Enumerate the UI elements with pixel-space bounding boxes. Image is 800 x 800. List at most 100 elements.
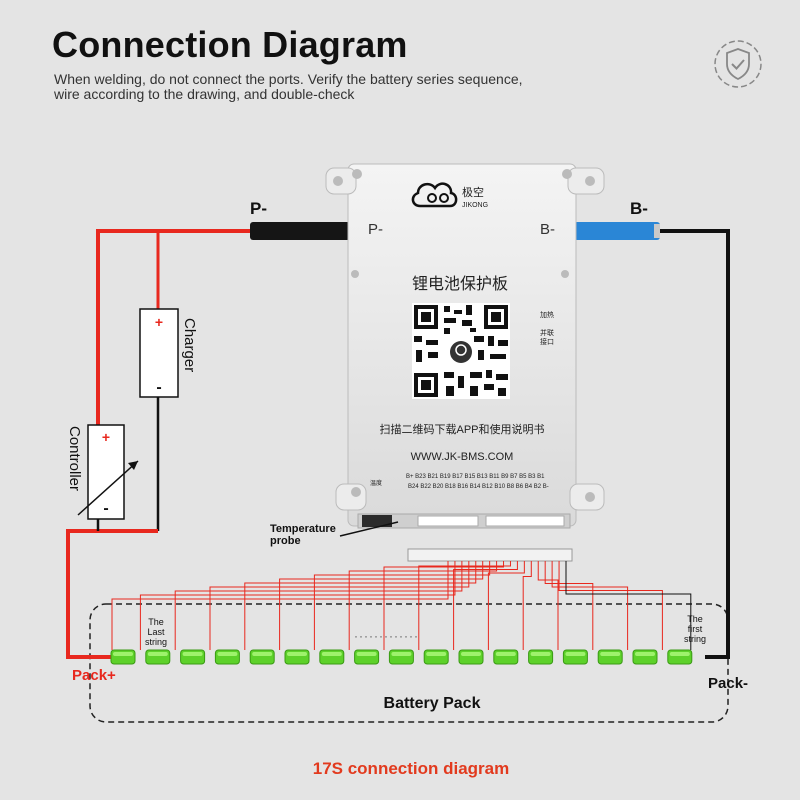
parallel-label-1: 并联 bbox=[540, 328, 554, 337]
balance-wire bbox=[558, 561, 663, 650]
battery-cell bbox=[423, 649, 449, 665]
mount-hole bbox=[333, 176, 343, 186]
subtitle-line-1: When welding, do not connect the ports. … bbox=[54, 71, 523, 87]
battery-cell bbox=[284, 649, 310, 665]
battery-cell bbox=[145, 649, 171, 665]
battery-cell bbox=[214, 649, 240, 665]
p-minus-cable bbox=[250, 222, 350, 240]
footer-caption: 17S connection diagram bbox=[313, 759, 510, 778]
mount-hole bbox=[351, 487, 361, 497]
mount-hole bbox=[351, 270, 359, 278]
page-title: Connection Diagram bbox=[52, 24, 408, 65]
qr-code-icon bbox=[412, 303, 510, 399]
mount-hole bbox=[561, 270, 569, 278]
shield-check-icon bbox=[714, 40, 762, 88]
balance-wires bbox=[111, 561, 692, 650]
balance-wire bbox=[487, 561, 525, 650]
cloud-logo-icon bbox=[411, 182, 458, 208]
balance-wire bbox=[139, 561, 456, 650]
balance-wire bbox=[383, 561, 505, 650]
temp-probe-connector bbox=[362, 515, 392, 527]
mount-hole bbox=[562, 169, 572, 179]
balance-wire bbox=[537, 561, 559, 650]
parallel-label-2: 接口 bbox=[540, 337, 554, 346]
b-minus-black-wire bbox=[660, 229, 730, 659]
board-b-label: B- bbox=[540, 221, 555, 238]
last-string-label-2: Last bbox=[147, 627, 165, 637]
mount-hole bbox=[352, 169, 362, 179]
controller-label: Controller bbox=[66, 426, 83, 491]
b-minus-cable-tip bbox=[654, 224, 660, 238]
balance-connector bbox=[485, 515, 565, 527]
balance-wire bbox=[551, 561, 629, 650]
balance-wire bbox=[244, 561, 477, 650]
battery-cell bbox=[180, 649, 206, 665]
pack-plus-wire bbox=[66, 529, 158, 659]
battery-cell bbox=[667, 649, 693, 665]
battery-cell bbox=[354, 649, 380, 665]
balance-wire bbox=[418, 561, 511, 650]
battery-cell bbox=[493, 649, 519, 665]
pins-bottom: B24 B22 B20 B18 B16 B14 B12 B10 B8 B6 B4… bbox=[408, 484, 549, 490]
board-p-label: P- bbox=[368, 221, 383, 238]
page-subtitle: When welding, do not connect the ports. … bbox=[54, 72, 654, 102]
first-string-label-1: The bbox=[687, 614, 703, 624]
subtitle-line-2: wire according to the drawing, and doubl… bbox=[54, 86, 355, 102]
balance-harness-connector bbox=[407, 548, 573, 562]
battery-pack-label: Battery Pack bbox=[384, 695, 481, 712]
balance-wire bbox=[209, 561, 470, 650]
balance-wire bbox=[453, 561, 518, 650]
last-string-label-3: string bbox=[145, 637, 167, 647]
board-mount-tab-bottom-left bbox=[335, 483, 367, 511]
pack-plus-label: Pack+ bbox=[72, 667, 116, 684]
resistor-arrow-head bbox=[128, 461, 138, 470]
first-string-label-3: string bbox=[684, 634, 706, 644]
temp-probe-label-1: Temperature bbox=[270, 523, 336, 535]
battery-cell bbox=[249, 649, 275, 665]
balance-wire bbox=[313, 561, 491, 650]
temp-label-cn: 温度 bbox=[370, 479, 382, 487]
first-string-label-2: first bbox=[688, 624, 703, 634]
battery-cell bbox=[458, 649, 484, 665]
balance-connector bbox=[417, 515, 479, 527]
temp-probe-label-2: probe bbox=[270, 535, 301, 547]
pins-top: B+ B23 B21 B19 B17 B15 B13 B11 B9 B7 B5 … bbox=[406, 474, 545, 480]
temp-probe-wire bbox=[339, 521, 399, 537]
battery-cell bbox=[319, 649, 345, 665]
battery-cells bbox=[110, 649, 693, 665]
battery-cell bbox=[632, 649, 658, 665]
last-string-label-1: The bbox=[148, 617, 164, 627]
controller-plus: + bbox=[102, 429, 110, 445]
battery-pack-outline bbox=[89, 603, 729, 723]
brand-cn: 极空 bbox=[462, 185, 484, 199]
charger-box bbox=[139, 308, 179, 398]
b-minus-cable bbox=[574, 222, 660, 240]
battery-cell bbox=[388, 649, 414, 665]
balance-wire bbox=[174, 561, 463, 650]
board-title-cn: 锂电池保护板 bbox=[412, 275, 508, 293]
brand-en: JIKONG bbox=[462, 202, 488, 209]
p-minus-red-wire bbox=[96, 229, 250, 431]
charger-plus: + bbox=[155, 314, 163, 330]
battery-cell bbox=[562, 649, 588, 665]
mount-hole bbox=[585, 176, 595, 186]
battery-cell bbox=[528, 649, 554, 665]
controller-box bbox=[87, 424, 125, 520]
heat-label: 加热 bbox=[540, 310, 554, 319]
website-text: WWW.JK-BMS.COM bbox=[411, 451, 514, 463]
charger-label: Charger bbox=[181, 318, 198, 372]
scan-text: 扫描二维码下载APP和使用说明书 bbox=[379, 422, 544, 436]
balance-wire bbox=[544, 561, 594, 650]
pack-minus-label: Pack- bbox=[708, 675, 748, 692]
cells-ellipsis: ············· bbox=[354, 629, 419, 643]
balance-wire bbox=[565, 561, 692, 650]
mount-hole bbox=[585, 492, 595, 502]
b-minus-label: B- bbox=[630, 199, 648, 218]
charger-minus: - bbox=[156, 379, 161, 396]
controller-minus: - bbox=[103, 500, 108, 517]
battery-cell bbox=[110, 649, 136, 665]
variable-resistor-icon bbox=[77, 460, 139, 516]
battery-cell bbox=[597, 649, 623, 665]
balance-wire bbox=[522, 561, 532, 650]
